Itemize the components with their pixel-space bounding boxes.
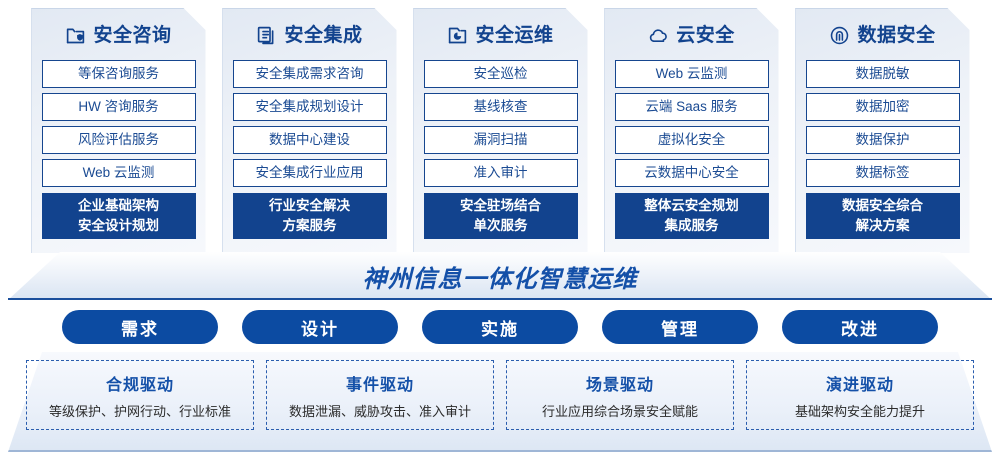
service-item[interactable]: Web 云监测 bbox=[615, 60, 769, 88]
highlight-line: 行业安全解决 bbox=[269, 198, 350, 213]
service-item[interactable]: 等保咨询服务 bbox=[42, 60, 196, 88]
highlight-line: 方案服务 bbox=[282, 218, 337, 233]
lifecycle-pill-improvement[interactable]: 改进 bbox=[782, 310, 938, 344]
service-item[interactable]: 数据保护 bbox=[806, 126, 960, 154]
column-header: 安全集成 bbox=[233, 15, 387, 55]
service-item[interactable]: 数据加密 bbox=[806, 93, 960, 121]
service-item[interactable]: 安全集成规划设计 bbox=[233, 93, 387, 121]
column-item-list: 数据脱敏 数据加密 数据保护 数据标签 数据安全综合 解决方案 bbox=[806, 60, 960, 239]
banner-underline bbox=[8, 298, 992, 300]
column-header: 云安全 bbox=[615, 15, 769, 55]
fingerprint-icon bbox=[829, 25, 850, 46]
column-header: 数据安全 bbox=[806, 15, 960, 55]
lifecycle-pill-management[interactable]: 管理 bbox=[602, 310, 758, 344]
column-header: 安全运维 bbox=[424, 15, 578, 55]
capability-columns: 安全咨询 等保咨询服务 HW 咨询服务 风险评估服务 Web 云监测 企业基础架… bbox=[0, 8, 1000, 253]
service-item[interactable]: 基线核查 bbox=[424, 93, 578, 121]
service-item[interactable]: 安全集成行业应用 bbox=[233, 159, 387, 187]
highlight-line: 企业基础架构 bbox=[78, 198, 159, 213]
column-highlight-card[interactable]: 整体云安全规划 集成服务 bbox=[615, 193, 769, 239]
lifecycle-pill-design[interactable]: 设计 bbox=[242, 310, 398, 344]
column-highlight-card[interactable]: 行业安全解决 方案服务 bbox=[233, 193, 387, 239]
lifecycle-pill-demand[interactable]: 需求 bbox=[62, 310, 218, 344]
drivers-row: 合规驱动 等级保护、护网行动、行业标准 事件驱动 数据泄漏、威胁攻击、准入审计 … bbox=[0, 352, 1000, 450]
driver-title: 演进驱动 bbox=[825, 376, 894, 394]
service-item[interactable]: 数据中心建设 bbox=[233, 126, 387, 154]
column-title: 云安全 bbox=[676, 24, 735, 46]
highlight-line: 单次服务 bbox=[473, 218, 528, 233]
driver-subtitle: 行业应用综合场景安全赋能 bbox=[541, 403, 698, 419]
lifecycle-pill-implementation[interactable]: 实施 bbox=[422, 310, 578, 344]
driver-title: 事件驱动 bbox=[345, 376, 414, 394]
column-title: 安全集成 bbox=[284, 24, 363, 46]
cloud-icon bbox=[648, 25, 669, 46]
column-highlight-card[interactable]: 安全驻场结合 单次服务 bbox=[424, 193, 578, 239]
driver-title: 场景驱动 bbox=[585, 376, 654, 394]
service-item[interactable]: Web 云监测 bbox=[42, 159, 196, 187]
copy-documents-icon bbox=[256, 25, 277, 46]
driver-card-incident[interactable]: 事件驱动 数据泄漏、威胁攻击、准入审计 bbox=[266, 360, 494, 430]
column-item-list: Web 云监测 云端 Saas 服务 虚拟化安全 云数据中心安全 整体云安全规划… bbox=[615, 60, 769, 239]
service-item[interactable]: 数据标签 bbox=[806, 159, 960, 187]
service-item[interactable]: 虚拟化安全 bbox=[615, 126, 769, 154]
capability-column-cloud-security[interactable]: 云安全 Web 云监测 云端 Saas 服务 虚拟化安全 云数据中心安全 整体云… bbox=[604, 8, 779, 253]
highlight-line: 安全设计规划 bbox=[78, 218, 159, 233]
driver-subtitle: 等级保护、护网行动、行业标准 bbox=[48, 403, 231, 419]
driver-subtitle: 数据泄漏、威胁攻击、准入审计 bbox=[288, 403, 471, 419]
monitor-chart-icon bbox=[447, 25, 468, 46]
banner-title: 神州信息一体化智慧运维 bbox=[362, 265, 638, 293]
service-item[interactable]: 云端 Saas 服务 bbox=[615, 93, 769, 121]
drivers-panel-background bbox=[8, 352, 992, 452]
capability-column-security-operations[interactable]: 安全运维 安全巡检 基线核查 漏洞扫描 准入审计 安全驻场结合 单次服务 bbox=[413, 8, 588, 253]
driver-card-scenario[interactable]: 场景驱动 行业应用综合场景安全赋能 bbox=[506, 360, 734, 430]
highlight-line: 解决方案 bbox=[855, 218, 910, 233]
column-item-list: 等保咨询服务 HW 咨询服务 风险评估服务 Web 云监测 企业基础架构 安全设… bbox=[42, 60, 196, 239]
platform-banner: 神州信息一体化智慧运维 bbox=[8, 252, 992, 300]
capability-column-data-security[interactable]: 数据安全 数据脱敏 数据加密 数据保护 数据标签 数据安全综合 解决方案 bbox=[795, 8, 970, 253]
service-item[interactable]: 漏洞扫描 bbox=[424, 126, 578, 154]
driver-card-evolution[interactable]: 演进驱动 基础架构安全能力提升 bbox=[746, 360, 974, 430]
service-item[interactable]: 云数据中心安全 bbox=[615, 159, 769, 187]
driver-card-compliance[interactable]: 合规驱动 等级保护、护网行动、行业标准 bbox=[26, 360, 254, 430]
highlight-line: 集成服务 bbox=[664, 218, 719, 233]
lifecycle-pill-row: 需求 设计 实施 管理 改进 bbox=[0, 310, 1000, 346]
capability-column-security-integration[interactable]: 安全集成 安全集成需求咨询 安全集成规划设计 数据中心建设 安全集成行业应用 行… bbox=[222, 8, 397, 253]
column-title: 数据安全 bbox=[857, 24, 936, 46]
highlight-line: 整体云安全规划 bbox=[644, 198, 739, 213]
service-item[interactable]: 安全巡检 bbox=[424, 60, 578, 88]
column-item-list: 安全集成需求咨询 安全集成规划设计 数据中心建设 安全集成行业应用 行业安全解决… bbox=[233, 60, 387, 239]
service-item[interactable]: 安全集成需求咨询 bbox=[233, 60, 387, 88]
column-header: 安全咨询 bbox=[42, 15, 196, 55]
capability-column-security-consulting[interactable]: 安全咨询 等保咨询服务 HW 咨询服务 风险评估服务 Web 云监测 企业基础架… bbox=[31, 8, 206, 253]
column-highlight-card[interactable]: 企业基础架构 安全设计规划 bbox=[42, 193, 196, 239]
column-title: 安全咨询 bbox=[93, 24, 172, 46]
highlight-line: 数据安全综合 bbox=[842, 198, 923, 213]
driver-subtitle: 基础架构安全能力提升 bbox=[794, 403, 925, 419]
column-item-list: 安全巡检 基线核查 漏洞扫描 准入审计 安全驻场结合 单次服务 bbox=[424, 60, 578, 239]
service-item[interactable]: HW 咨询服务 bbox=[42, 93, 196, 121]
service-item[interactable]: 数据脱敏 bbox=[806, 60, 960, 88]
column-highlight-card[interactable]: 数据安全综合 解决方案 bbox=[806, 193, 960, 239]
service-item[interactable]: 风险评估服务 bbox=[42, 126, 196, 154]
driver-title: 合规驱动 bbox=[105, 376, 174, 394]
column-title: 安全运维 bbox=[475, 24, 554, 46]
folder-shield-icon bbox=[65, 25, 86, 46]
service-item[interactable]: 准入审计 bbox=[424, 159, 578, 187]
highlight-line: 安全驻场结合 bbox=[460, 198, 541, 213]
